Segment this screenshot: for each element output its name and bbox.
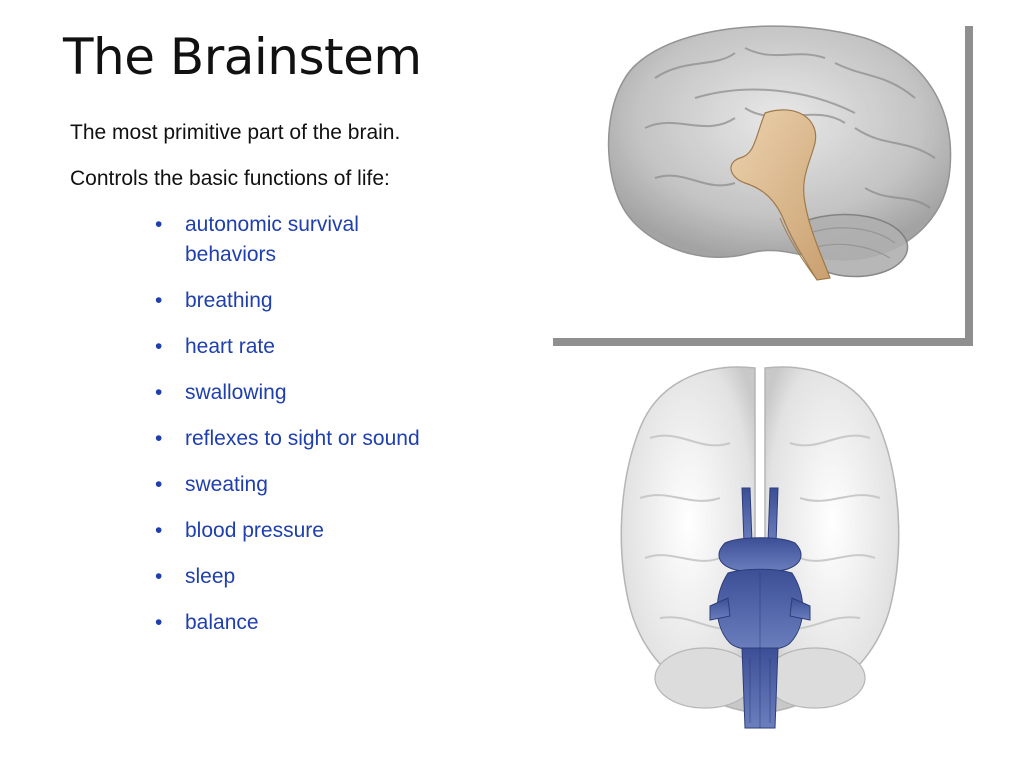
- brain-sagittal-illustration: [607, 25, 952, 281]
- body-text: The most primitive part of the brain. Co…: [70, 118, 440, 654]
- bullet-dot: •: [155, 611, 163, 634]
- bullet-dot: •: [155, 335, 163, 358]
- brainstem-highlight-blue: [709, 487, 811, 729]
- list-item: • sleep: [155, 562, 440, 592]
- list-item-text: balance: [185, 611, 259, 634]
- list-item-text: reflexes to sight or sound: [185, 427, 420, 450]
- bullet-dot: •: [155, 565, 163, 588]
- slide-title: The Brainstem: [63, 28, 422, 86]
- list-item: • breathing: [155, 286, 440, 316]
- list-item-text: autonomic survival behaviors: [185, 213, 359, 266]
- brainstem-highlight: [730, 109, 831, 281]
- paragraph-controls: Controls the basic functions of life:: [70, 167, 390, 190]
- list-item: • autonomic survival behaviors: [155, 210, 440, 270]
- brain-inferior-illustration: [620, 366, 900, 729]
- list-item-text: swallowing: [185, 381, 287, 404]
- bullet-dot: •: [155, 213, 163, 236]
- bullet-dot: •: [155, 289, 163, 312]
- list-item-text: sweating: [185, 473, 268, 496]
- bullet-dot: •: [155, 381, 163, 404]
- paragraph-primitive: The most primitive part of the brain.: [70, 121, 401, 144]
- bullet-dot: •: [155, 473, 163, 496]
- list-item-text: breathing: [185, 289, 273, 312]
- list-item-text: heart rate: [185, 335, 275, 358]
- list-item: • heart rate: [155, 332, 440, 362]
- list-item: • swallowing: [155, 378, 440, 408]
- gyri-lines-inferior: [639, 434, 881, 630]
- list-item: • sweating: [155, 470, 440, 500]
- list-item-text: sleep: [185, 565, 236, 588]
- list-item-text: blood pressure: [185, 519, 324, 542]
- list-item: • blood pressure: [155, 516, 440, 546]
- function-list: • autonomic survival behaviors • breathing…: [70, 210, 440, 638]
- list-item: • reflexes to sight or sound: [155, 424, 440, 454]
- bullet-dot: •: [155, 519, 163, 542]
- bullet-dot: •: [155, 427, 163, 450]
- list-item: • balance: [155, 608, 440, 638]
- cerebellum-left: [654, 647, 756, 709]
- cerebellum-right: [764, 647, 866, 709]
